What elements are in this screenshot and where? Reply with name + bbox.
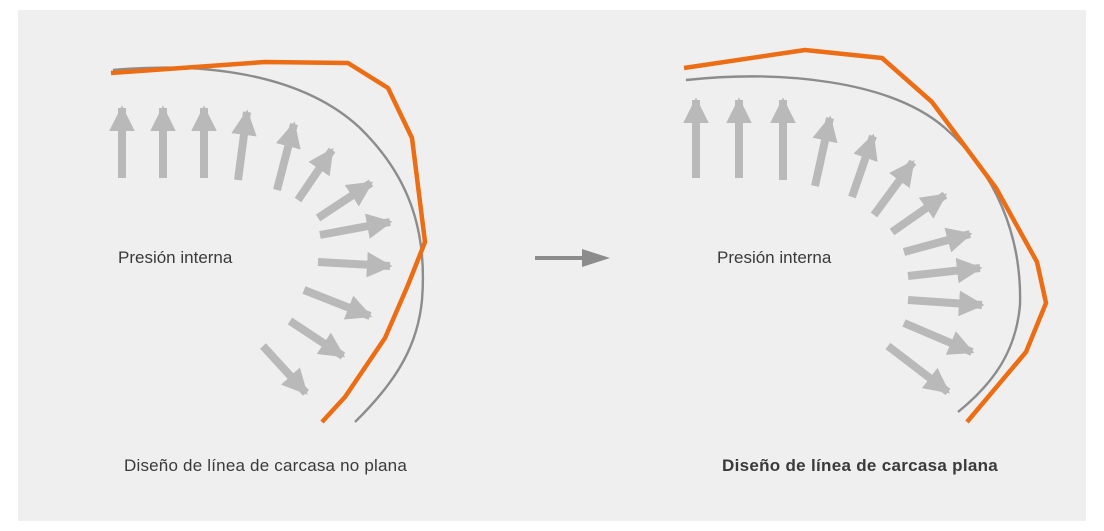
right-arrow-icon xyxy=(535,249,610,267)
right-caption: Diseño de línea de carcasa plana xyxy=(722,456,999,475)
pressure-arrow xyxy=(302,286,373,320)
pressure-arrow xyxy=(319,213,393,239)
pressure-arrow xyxy=(315,179,374,222)
pressure-arrow xyxy=(907,290,985,317)
right-pressure-arrows xyxy=(683,97,985,396)
pressure-arrow xyxy=(870,159,917,218)
pressure-arrow xyxy=(294,147,336,203)
pressure-arrow xyxy=(902,227,973,256)
pressure-arrow xyxy=(260,343,309,396)
right-pressure-label: Presión interna xyxy=(717,248,832,267)
right-tread-line xyxy=(683,47,1049,424)
left-pressure-label: Presión interna xyxy=(118,248,233,267)
pressure-arrow xyxy=(231,109,257,181)
pressure-arrow xyxy=(811,115,838,187)
diagram-panel xyxy=(18,10,1086,521)
pressure-arrow xyxy=(848,133,878,199)
pressure-arrow xyxy=(273,121,301,191)
left-carcass-line xyxy=(112,66,425,423)
left-tread-line xyxy=(110,59,428,424)
pressure-arrow xyxy=(317,251,393,278)
left-caption: Diseño de línea de carcasa no plana xyxy=(124,456,407,475)
pressure-arrow xyxy=(907,257,983,284)
left-pressure-arrows xyxy=(109,105,393,396)
pressure-arrow xyxy=(902,319,975,356)
pressure-arrow xyxy=(287,317,346,360)
pressure-arrow xyxy=(885,342,951,396)
pressure-arrow xyxy=(889,191,948,236)
